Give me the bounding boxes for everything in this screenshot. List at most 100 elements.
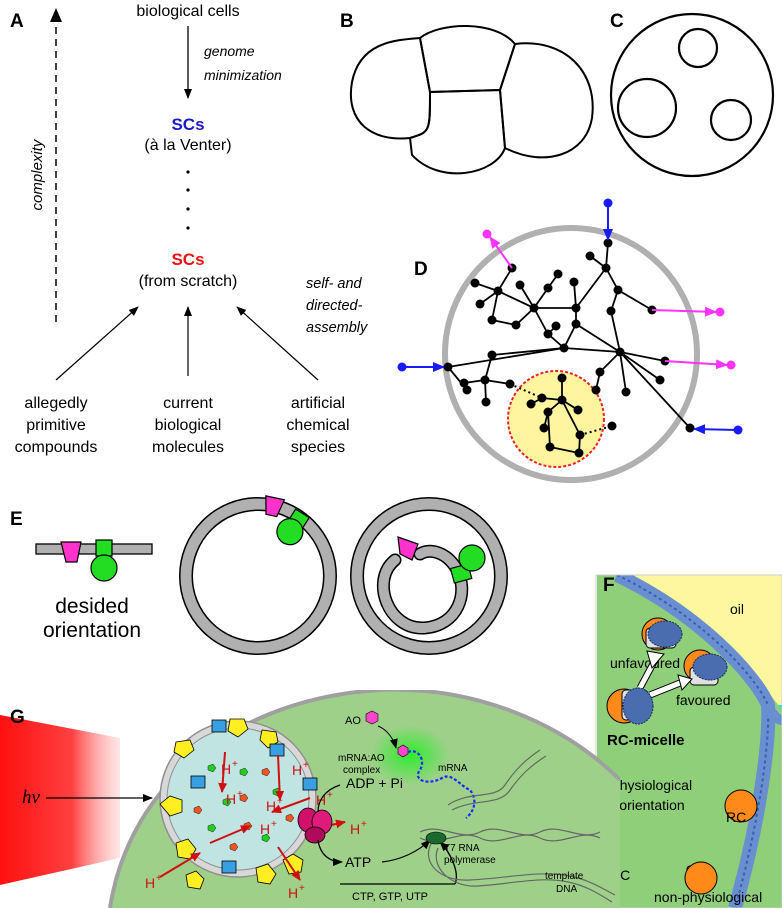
source-3-line-2: chemical — [286, 417, 349, 434]
mrna-label: mRNA — [438, 763, 468, 774]
ntp-arrow — [439, 841, 457, 885]
panel-e: E desided orientation — [10, 495, 508, 655]
t7-label-1: T7 RNA — [444, 843, 480, 854]
scs-venter-title: SCs — [171, 115, 204, 134]
vesicle-inner-right — [709, 98, 753, 142]
assembly-label-1: self- and — [306, 276, 363, 292]
droplet-interior — [597, 575, 782, 908]
source-3-line-1: artificial — [291, 395, 345, 412]
h-label-1: H — [221, 761, 231, 777]
input-node-right — [733, 425, 743, 435]
template-label-1: template — [545, 871, 584, 882]
panel-f-labels: F oil unfavoured favoured RC-micelle phy… — [603, 575, 762, 905]
panel-label-e: E — [10, 509, 23, 530]
panel-label-c: C — [610, 11, 624, 32]
source-1-line-3: compounds — [15, 439, 98, 456]
source-1-line-1: allegedly — [24, 395, 87, 412]
minimization-label: minimization — [204, 67, 282, 83]
complexity-arrowhead — [50, 8, 62, 22]
h-plus-6: + — [277, 796, 283, 807]
rc-nonphys-body — [684, 861, 718, 895]
source-1-line-2: primitive — [26, 417, 86, 434]
favoured-label: favoured — [676, 692, 730, 708]
panel-c: C — [609, 11, 775, 178]
atp-label: ATP — [345, 854, 371, 870]
genome-label: genome — [204, 43, 255, 59]
output-node-right — [715, 307, 725, 317]
h-label-2: H — [226, 791, 236, 807]
scs-scratch-title: SCs — [171, 250, 204, 269]
vesicle-1-proteins — [265, 495, 311, 546]
h-label-9: H — [350, 821, 360, 837]
dotted-link-1 — [509, 383, 543, 399]
h-plus-3: + — [271, 819, 277, 830]
h-plus-2: + — [237, 789, 243, 800]
h-label-3: H — [260, 821, 270, 837]
panel-g-details: G — [10, 707, 616, 903]
input-arrow-right — [693, 424, 738, 435]
unfavoured-label: unfavoured — [610, 655, 680, 671]
flat-membrane — [35, 543, 153, 555]
h-label-8: H — [288, 885, 298, 901]
panel-label-f: F — [603, 575, 615, 596]
panel-f-frame — [595, 574, 782, 908]
panel-label-d: D — [414, 259, 428, 280]
unfavoured-arrowhead — [646, 650, 665, 670]
output-arrow-top — [489, 236, 513, 269]
ao-bound — [397, 744, 409, 758]
vesicle-2-green-head — [458, 544, 486, 572]
green-protein-stem — [95, 539, 113, 557]
favoured-arrow — [649, 680, 681, 698]
cell-membrane — [108, 690, 620, 908]
non-physiological-label: non-physiological — [654, 889, 762, 905]
mrna-strand — [407, 750, 476, 819]
t7-polymerase — [425, 831, 447, 845]
magenta-protein — [60, 541, 82, 563]
biological-cells-label: biological cells — [136, 3, 239, 20]
complexity-label: complexity — [29, 138, 46, 210]
vesicle-2-magenta-protein — [397, 536, 419, 561]
source-2-line-1: current — [163, 395, 213, 412]
output-arrow-lower — [664, 359, 728, 370]
h-plus-4: + — [303, 760, 309, 771]
scs-scratch-sub: (from scratch) — [139, 273, 238, 290]
arrow-primitive — [55, 306, 139, 381]
light-beam — [0, 715, 120, 885]
orientation-line-2: orientation — [43, 619, 141, 642]
network-nodes — [443, 238, 695, 458]
panel-a: A biological cells genome minimization S… — [10, 3, 368, 456]
source-2-line-3: molecules — [152, 439, 224, 456]
adp-curve — [317, 784, 341, 813]
ao-molecule — [365, 710, 379, 725]
micelle-unfavoured — [641, 617, 683, 651]
vesicle-inner-top — [677, 27, 719, 69]
h-label-7: H — [145, 875, 155, 891]
template-label-2: DNA — [556, 884, 577, 895]
protocell-membrane — [442, 225, 700, 483]
dots — [186, 170, 190, 230]
proton-arrows — [159, 751, 346, 881]
complex-label-2: complex — [343, 765, 380, 776]
vesicle-2-outer-membrane — [351, 498, 507, 654]
output-node-lower — [726, 360, 736, 370]
ntp-label: CTP, GTP, UTP — [352, 891, 428, 903]
cell-bottom — [408, 88, 507, 175]
vesicle-2-inner-membrane — [378, 546, 467, 633]
orientation-line-1: desided — [55, 595, 129, 618]
bilayer-junction — [762, 701, 782, 725]
panel-label-a: A — [10, 11, 24, 32]
panel-d: D — [397, 198, 743, 483]
green-protein-head — [90, 554, 118, 582]
panel-b: B — [340, 11, 594, 175]
ao-arrow — [377, 725, 398, 749]
vesicle-outer — [609, 12, 775, 178]
atp-curve — [317, 839, 343, 866]
h-label-4: H — [292, 762, 302, 778]
rc-micelle-label: RC-micelle — [607, 732, 685, 749]
panel-g — [0, 690, 620, 908]
h-plus-7: + — [156, 873, 162, 884]
ao-label: AO — [345, 715, 361, 727]
t7-label-2: polymerase — [444, 855, 496, 866]
adp-label: ADP + Pi — [346, 775, 403, 791]
